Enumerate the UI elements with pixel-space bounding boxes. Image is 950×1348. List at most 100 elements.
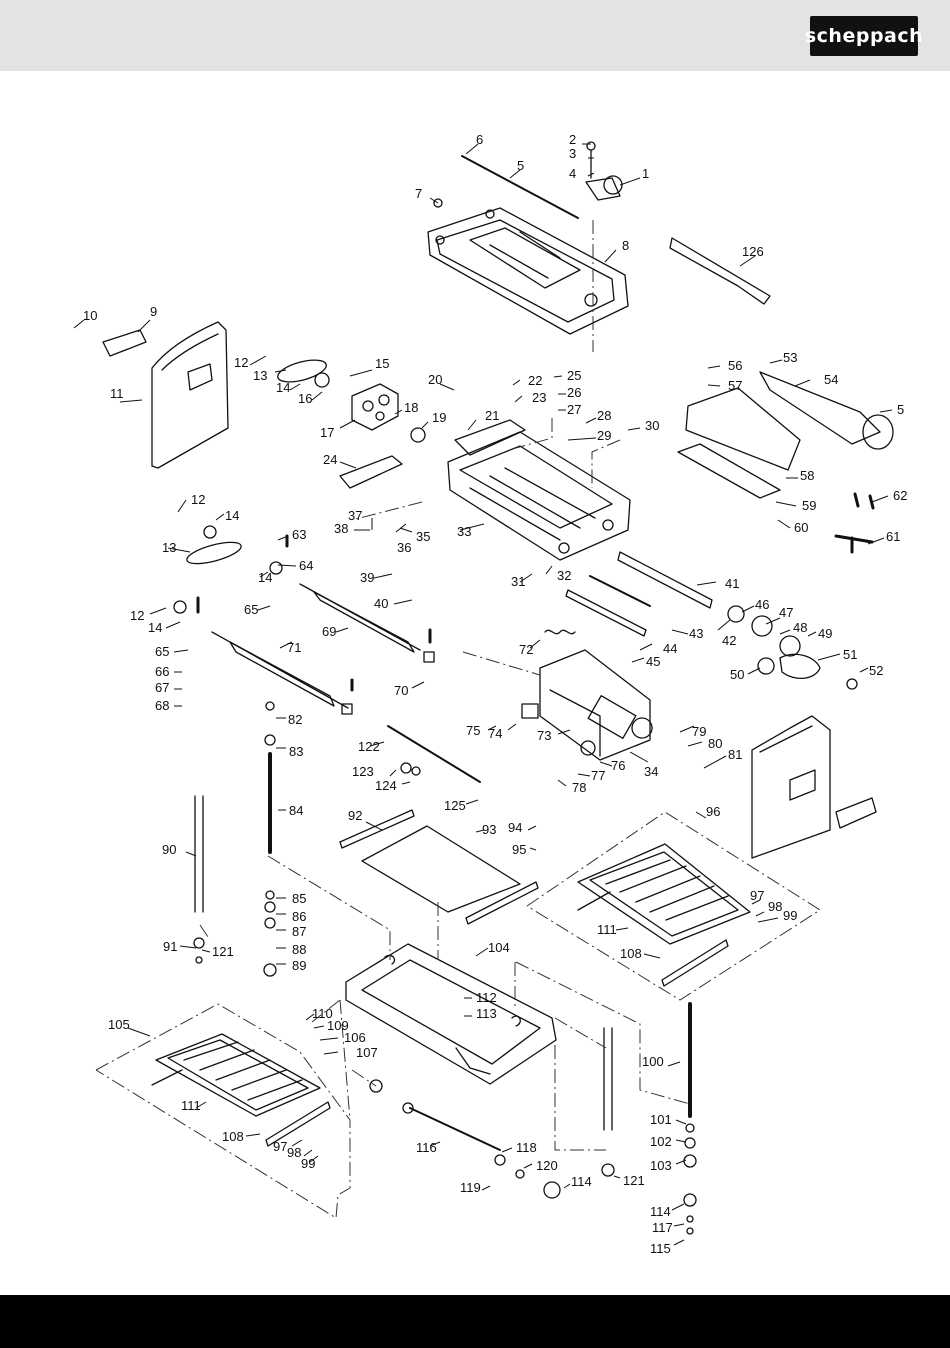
handle-grip-part [835, 797, 877, 829]
part-number-label: 66 [155, 664, 169, 679]
part-number-label: 30 [645, 418, 659, 433]
part-number-label: 43 [689, 626, 703, 641]
part-number-label: 71 [287, 640, 301, 655]
part-number-label: 98 [287, 1145, 301, 1160]
part-number-label: 58 [800, 468, 814, 483]
part-number-label: 59 [802, 498, 816, 513]
part-number-label: 54 [824, 372, 838, 387]
part-number-label: 63 [292, 527, 306, 542]
part-number-label: 12 [130, 608, 144, 623]
strip-part [465, 881, 539, 925]
chip-chute-part [759, 371, 881, 445]
part-number-label: 104 [488, 940, 510, 955]
part-number-label: 116 [416, 1140, 437, 1155]
part-number-label: 1 [642, 166, 649, 181]
drive-belt-part [779, 653, 821, 679]
handle-cap-part [102, 329, 147, 357]
part-number-label: 19 [432, 410, 446, 425]
part-number-label: 114 [650, 1204, 671, 1219]
part-number-label: 56 [728, 358, 742, 373]
part-number-label: 42 [722, 633, 736, 648]
part-number-label: 35 [416, 529, 430, 544]
part-number-label: 80 [708, 736, 722, 751]
part-number-label: 24 [323, 452, 337, 467]
base-part [345, 943, 557, 1085]
part-number-label: 72 [519, 642, 533, 657]
left-extension-table-part [155, 1033, 321, 1117]
part-number-label: 108 [620, 946, 642, 961]
part-number-label: 17 [320, 425, 334, 440]
part-number-label: 2 [569, 132, 576, 147]
part-number-label: 13 [253, 368, 267, 383]
part-number-label: 7 [415, 186, 422, 201]
part-number-label: 46 [755, 597, 769, 612]
part-number-label: 15 [375, 356, 389, 371]
part-number-label: 99 [301, 1156, 315, 1171]
part-number-label: 97 [750, 888, 764, 903]
part-number-label: 79 [692, 724, 706, 739]
part-number-label: 85 [292, 891, 306, 906]
part-number-label: 29 [597, 428, 611, 443]
part-number-label: 20 [428, 372, 442, 387]
carry-handle-part [669, 237, 771, 305]
part-number-label: 122 [358, 739, 380, 754]
part-number-label: 82 [288, 712, 302, 727]
part-number-label: 44 [663, 641, 677, 656]
part-number-label: 57 [728, 378, 742, 393]
part-number-label: 22 [528, 373, 542, 388]
chip-hood-part [685, 387, 801, 471]
part-number-label: 50 [730, 667, 744, 682]
part-number-label: 69 [322, 624, 336, 639]
part-number-label: 47 [779, 605, 793, 620]
part-number-label: 21 [485, 408, 499, 423]
part-number-label: 108 [222, 1129, 244, 1144]
right-side-cover-part [751, 715, 831, 859]
left-side-cover-part [151, 321, 229, 469]
part-number-label: 4 [569, 166, 576, 181]
part-number-label: 105 [108, 1017, 130, 1032]
part-number-label: 120 [536, 1158, 558, 1173]
column-part [194, 795, 204, 913]
part-number-label: 16 [298, 391, 312, 406]
part-number-label: 27 [567, 402, 581, 417]
part-number-label: 97 [273, 1139, 287, 1154]
part-number-label: 101 [650, 1112, 672, 1127]
part-number-label: 23 [532, 390, 546, 405]
part-number-label: 41 [725, 576, 739, 591]
part-number-label: 106 [344, 1030, 366, 1045]
left-table-strip-part [265, 1101, 331, 1147]
part-number-label: 107 [356, 1045, 378, 1060]
lower-column-part [603, 1027, 613, 1131]
part-number-label: 78 [572, 780, 586, 795]
part-number-label: 91 [163, 939, 177, 954]
top-cover-part [427, 207, 629, 335]
part-number-label: 77 [591, 768, 605, 783]
part-number-label: 100 [642, 1054, 664, 1069]
lock-rod-part [387, 725, 481, 783]
part-number-label: 3 [569, 146, 576, 161]
part-number-label: 31 [511, 574, 525, 589]
part-number-label: 94 [508, 820, 522, 835]
part-number-label: 39 [360, 570, 374, 585]
hex-key-part [834, 534, 874, 554]
table-leg-strip-part [661, 939, 729, 987]
part-number-label: 102 [650, 1134, 672, 1149]
right-extension-table-part [577, 843, 751, 945]
part-number-label: 38 [334, 521, 348, 536]
page-header: scheppach [0, 0, 950, 71]
part-number-label: 99 [783, 908, 797, 923]
part-number-label: 125 [444, 798, 466, 813]
part-number-label: 121 [623, 1173, 645, 1188]
part-number-label: 61 [886, 529, 900, 544]
rod-part [461, 155, 579, 219]
part-number-label: 37 [348, 508, 362, 523]
part-number-label: 112 [476, 990, 497, 1005]
part-number-label: 5 [517, 158, 524, 173]
part-number-label: 117 [652, 1220, 673, 1235]
lower-sprocket-part [203, 525, 217, 539]
part-number-label: 87 [292, 924, 306, 939]
part-number-label: 32 [557, 568, 571, 583]
gearbox-part [351, 383, 399, 431]
part-number-label: 12 [234, 355, 248, 370]
main-frame-part [447, 419, 631, 561]
